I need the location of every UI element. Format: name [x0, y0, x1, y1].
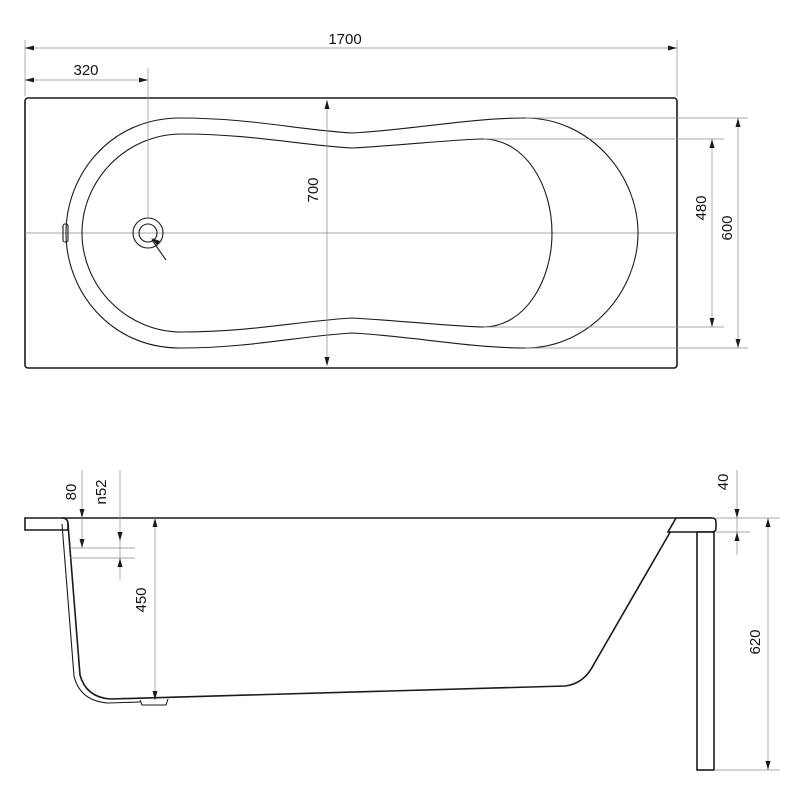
front-panel — [696, 531, 715, 771]
label-rim-height: 80 — [63, 484, 80, 501]
basin-side-profile — [67, 521, 677, 700]
label-overall-length: 1700 — [328, 31, 361, 48]
label-rim-thickness: 40 — [715, 474, 732, 491]
label-drain-offset: 320 — [73, 62, 98, 79]
label-inner-length: 700 — [305, 177, 322, 202]
overflow-icon — [62, 223, 69, 243]
dimension-480: 480 — [484, 138, 724, 328]
left-rim-lip — [24, 517, 69, 531]
dimension-1700: 1700 — [24, 31, 678, 96]
dimension-n52: n52 — [70, 470, 135, 580]
dimension-80: 80 — [63, 470, 135, 549]
dimension-320: 320 — [25, 62, 149, 218]
right-rim-lip — [666, 517, 717, 533]
label-total-height: 620 — [747, 629, 764, 654]
drain-outlet — [139, 698, 169, 706]
dimension-620: 620 — [714, 518, 780, 771]
label-depth: 450 — [133, 587, 150, 612]
dimension-450: 450 — [133, 518, 158, 700]
side-view: 80 n52 450 40 — [24, 470, 780, 771]
basin-outer-contour — [65, 117, 639, 349]
top-view: 1700 320 700 480 — [24, 31, 748, 369]
dimension-600: 600 — [526, 117, 748, 349]
drain-icon — [132, 217, 167, 261]
label-inner-width: 480 — [693, 195, 710, 220]
label-outer-width: 600 — [719, 215, 736, 240]
dimension-40: 40 — [715, 470, 780, 555]
dimension-700: 700 — [305, 100, 330, 366]
basin-inner-contour — [81, 133, 553, 333]
label-overflow: n52 — [93, 479, 110, 504]
